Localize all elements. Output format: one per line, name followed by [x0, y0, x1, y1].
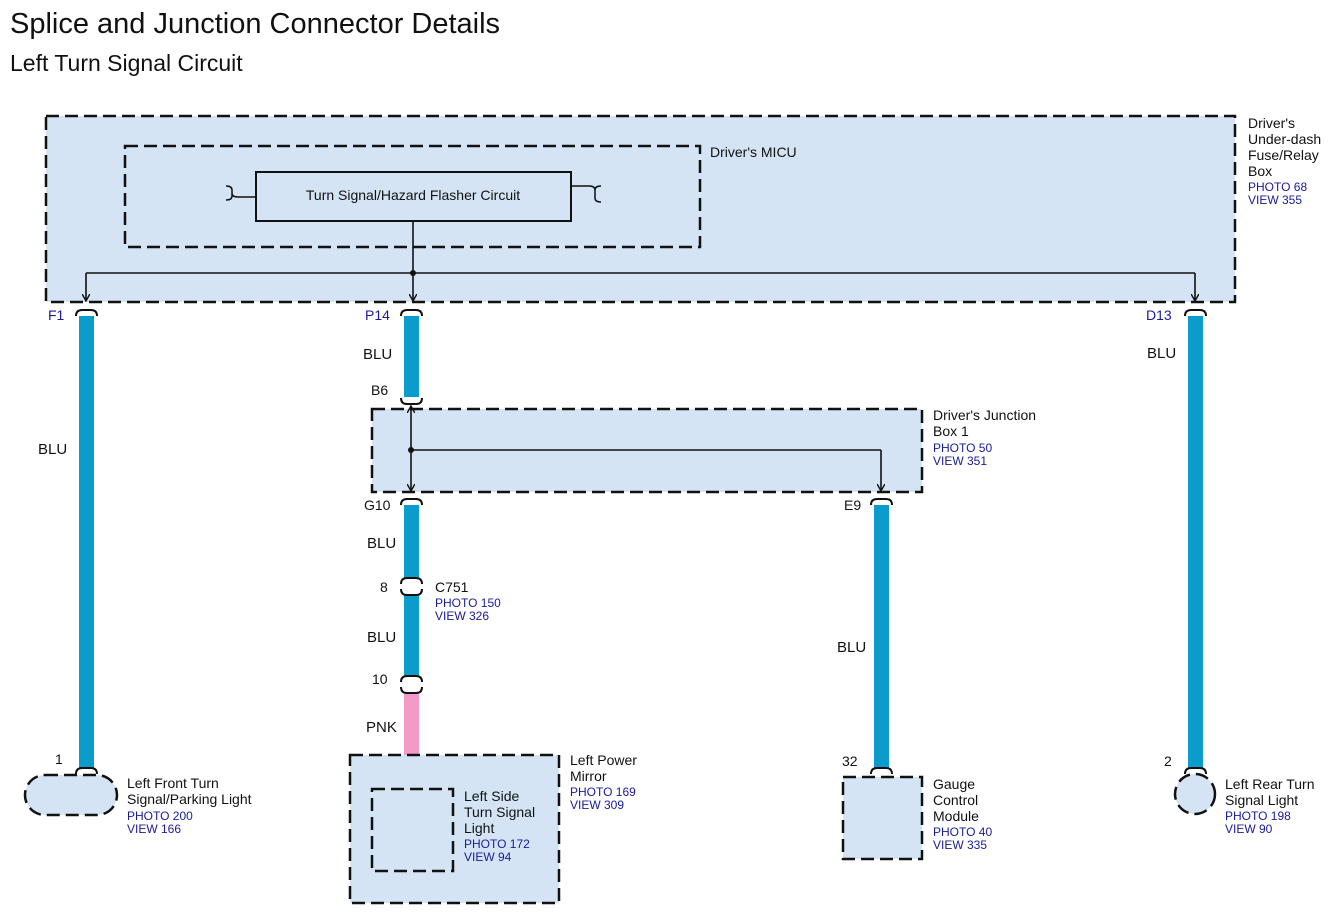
micu-box	[123, 144, 702, 249]
front-light-photo: PHOTO 200	[127, 809, 193, 823]
cap-10b	[400, 686, 423, 694]
power-mirror-view: VIEW 309	[570, 798, 624, 812]
cap-front-light	[75, 767, 98, 775]
rear-turn-light-symbol	[1173, 772, 1217, 816]
pin-front-light: 1	[55, 751, 63, 767]
c751-photo: PHOTO 150	[435, 596, 501, 610]
c751-label: C751 PHOTO 150 VIEW 326	[435, 579, 501, 623]
cap-g10	[400, 498, 423, 506]
side-light-label: Left Side Turn Signal Light PHOTO 172 VI…	[464, 788, 535, 864]
side-light-name-1: Left Side	[464, 788, 519, 804]
wire-color-d13: BLU	[1147, 345, 1176, 362]
pin-rear-light: 2	[1164, 753, 1172, 769]
rear-light-label: Left Rear Turn Signal Light PHOTO 198 VI…	[1225, 776, 1315, 836]
junction-box-name-1: Driver's Junction	[933, 407, 1036, 423]
power-mirror-label: Left Power Mirror PHOTO 169 VIEW 309	[570, 752, 637, 812]
fuse-box-name-2: Under-dash	[1248, 131, 1321, 147]
gauge-view: VIEW 335	[933, 838, 987, 852]
gauge-control-module-box	[841, 775, 924, 861]
side-light-name-3: Light	[464, 820, 494, 836]
cap-p14	[400, 309, 423, 317]
front-turn-light-symbol	[23, 773, 119, 817]
cap-c751-8	[400, 577, 423, 585]
front-light-view: VIEW 166	[127, 822, 181, 836]
junction-box-photo: PHOTO 50	[933, 441, 992, 455]
page-subtitle: Left Turn Signal Circuit	[10, 50, 243, 76]
page-title: Splice and Junction Connector Details	[10, 8, 501, 40]
gauge-name-2: Control	[933, 792, 978, 808]
gauge-label: Gauge Control Module PHOTO 40 VIEW 335	[933, 776, 992, 852]
cap-10	[400, 675, 423, 683]
wire-color-e9: BLU	[837, 639, 866, 656]
gauge-name-3: Module	[933, 808, 979, 824]
fuse-box-photo: PHOTO 68	[1248, 180, 1307, 194]
wire-color-c751-out: BLU	[367, 629, 396, 646]
rear-light-name-2: Signal Light	[1225, 792, 1298, 808]
front-light-name-1: Left Front Turn	[127, 775, 219, 791]
power-mirror-photo: PHOTO 169	[570, 785, 636, 799]
wire-color-pink: PNK	[366, 719, 397, 736]
fuse-box-label: Driver's Under-dash Fuse/Relay Box PHOTO…	[1248, 115, 1321, 207]
wire-p14	[404, 316, 419, 397]
micu-label: Driver's MICU	[710, 144, 797, 160]
wire-e9	[874, 505, 889, 768]
wire-color-f1: BLU	[38, 441, 67, 458]
junction-box-view: VIEW 351	[933, 454, 987, 468]
c751-name: C751	[435, 579, 469, 595]
rear-light-photo: PHOTO 198	[1225, 809, 1291, 823]
cap-gauge	[870, 767, 893, 775]
wire-c751-out	[404, 594, 419, 676]
power-mirror-name-1: Left Power	[570, 752, 637, 768]
c751-view: VIEW 326	[435, 609, 489, 623]
rear-light-view: VIEW 90	[1225, 822, 1273, 836]
front-light-label: Left Front Turn Signal/Parking Light PHO…	[127, 775, 252, 836]
pin-f1: F1	[48, 307, 65, 323]
wire-pink	[404, 692, 419, 768]
fuse-box-name-1: Driver's	[1248, 115, 1295, 131]
wire-d13	[1188, 316, 1203, 768]
pin-b6: B6	[371, 382, 388, 398]
pin-p14: P14	[365, 307, 390, 323]
fuse-box-name-4: Box	[1248, 163, 1272, 179]
fuse-box-name-3: Fuse/Relay	[1248, 147, 1319, 163]
flasher-right-break	[571, 185, 602, 203]
side-light-photo: PHOTO 172	[464, 837, 530, 851]
wire-g10	[404, 505, 419, 578]
cap-rear-light	[1184, 767, 1207, 775]
wire-color-g10: BLU	[367, 535, 396, 552]
wire-f1	[79, 316, 94, 768]
side-light-view: VIEW 94	[464, 850, 512, 864]
pin-c751-8: 8	[380, 579, 388, 595]
pin-d13: D13	[1146, 307, 1172, 323]
cap-b6	[400, 397, 423, 405]
wire-color-p14: BLU	[363, 346, 392, 363]
pin-g10: G10	[364, 497, 391, 513]
flasher-left-break	[225, 185, 256, 201]
junction-dot	[408, 447, 414, 453]
junction-box-label: Driver's Junction Box 1 PHOTO 50 VIEW 35…	[933, 407, 1036, 468]
pin-e9: E9	[844, 497, 861, 513]
connector-caps	[75, 309, 1207, 779]
fuse-box-view: VIEW 355	[1248, 193, 1302, 207]
power-mirror-name-2: Mirror	[570, 768, 607, 784]
side-turn-light-box	[370, 787, 455, 873]
cap-c751-8b	[400, 588, 423, 596]
pin-c751-10: 10	[372, 671, 388, 687]
cap-f1	[75, 309, 98, 317]
rear-light-name-1: Left Rear Turn	[1225, 776, 1315, 792]
gauge-name-1: Gauge	[933, 776, 975, 792]
cap-d13	[1184, 309, 1207, 317]
flasher-circuit-label: Turn Signal/Hazard Flasher Circuit	[306, 187, 520, 203]
junction-box-name-2: Box 1	[933, 423, 969, 439]
cap-e9	[870, 498, 893, 506]
fuse-relay-box	[44, 114, 1237, 304]
side-light-name-2: Turn Signal	[464, 804, 535, 820]
front-light-name-2: Signal/Parking Light	[127, 791, 252, 807]
gauge-photo: PHOTO 40	[933, 825, 992, 839]
pin-gauge: 32	[842, 753, 858, 769]
